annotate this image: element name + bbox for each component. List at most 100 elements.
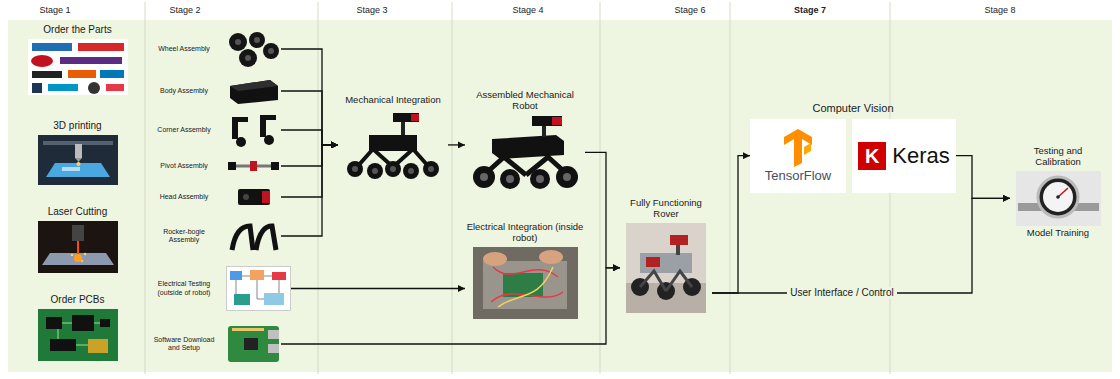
step-caption: 3D printing: [53, 120, 101, 132]
laser-illustration: [38, 221, 118, 273]
logo-row: TensorFlow KKeras: [750, 119, 956, 193]
step-caption: Software Download and Setup: [148, 336, 220, 352]
pcb-picture: [38, 309, 118, 361]
stage-label: Stage 4: [512, 5, 543, 15]
illustrated-step: Wheel Assembly: [148, 30, 281, 68]
step-caption: Laser Cutting: [48, 206, 107, 218]
robot-illustration: [470, 115, 580, 190]
flow-arrow: [281, 91, 338, 145]
step-caption: Head Assembly: [148, 193, 220, 201]
flow-arrow: [281, 130, 338, 145]
tensorflow-logo: TensorFlow: [750, 119, 846, 193]
illustrated-step: Laser Cutting: [15, 206, 140, 273]
illustrated-step: Electrical Integration (inside robot): [465, 222, 585, 319]
flow-arrow: [585, 152, 620, 268]
illustrated-step: Assembled Mechanical Robot: [465, 90, 585, 190]
wheel-picture: [229, 32, 279, 67]
step-caption: Electrical Integration (inside robot): [465, 222, 585, 244]
rpi-picture: [228, 326, 279, 362]
flow-arrow: [281, 145, 338, 236]
step-caption: Body Assembly: [148, 87, 220, 95]
body-illustration: [226, 76, 281, 106]
column-divider: [452, 2, 453, 374]
column-divider: [145, 2, 146, 374]
pcb-illustration: [38, 309, 118, 361]
flow-arrow: [281, 145, 338, 166]
logo-group: Computer VisionTensorFlow KKeras: [750, 102, 956, 193]
step-caption: Electrical Testing (outside of robot): [148, 280, 220, 296]
step-caption: Pivot Assembly: [148, 162, 220, 170]
illustrated-step: Testing and CalibrationModel Training: [1010, 146, 1106, 239]
stage-label: Stage 3: [356, 5, 387, 15]
column-divider: [730, 2, 731, 374]
flow-arrow: [281, 49, 338, 145]
step-caption: Wheel Assembly: [148, 45, 220, 53]
stage-label: Stage 1: [39, 5, 70, 15]
illustrated-step: Pivot Assembly: [148, 154, 281, 178]
tf-illustration: [778, 127, 818, 167]
step-caption: Mechanical Integration: [345, 95, 441, 106]
tf-picture: [784, 129, 812, 167]
stage-label: Stage 6: [674, 5, 705, 15]
illustrated-step: Software Download and Setup: [148, 322, 281, 366]
flow-arrow: [448, 144, 465, 145]
parts-picture: [28, 39, 128, 95]
illustrated-step: Mechanical Integration: [338, 95, 448, 181]
logo-mark: K: [858, 142, 886, 170]
head-illustration: [226, 184, 281, 210]
corner-illustration: [226, 112, 281, 148]
etest-illustration: [226, 266, 291, 311]
parts-illustration: [28, 39, 128, 95]
illustrated-step: Corner Assembly: [148, 112, 281, 148]
illustrated-step: Electrical Testing (outside of robot): [148, 266, 291, 311]
mechint-illustration: [343, 109, 443, 181]
illustrated-step: Body Assembly: [148, 76, 281, 106]
flow-arrow: [712, 156, 750, 293]
illustrated-step: Order the Parts: [15, 24, 140, 95]
printer-illustration: [38, 135, 118, 185]
eint-illustration: [473, 247, 578, 319]
column-divider: [318, 2, 319, 374]
panel-ground: [8, 20, 1112, 372]
stage-label: Stage 2: [169, 5, 200, 15]
step-caption: Assembled Mechanical Robot: [465, 90, 585, 112]
step-caption: Testing and Calibration: [1010, 146, 1106, 168]
flow-arrow: [291, 288, 465, 289]
rocker-picture: [232, 226, 276, 250]
pivot-illustration: [226, 154, 281, 178]
caliper-illustration: [1016, 171, 1101, 226]
stage-label: Stage 8: [984, 5, 1015, 15]
step-caption: Corner Assembly: [148, 126, 220, 134]
rover-picture: [626, 223, 706, 313]
logo-text: TensorFlow: [765, 169, 831, 184]
flow-arrow: [281, 145, 338, 197]
body-picture: [230, 80, 278, 104]
rover-illustration: [626, 223, 706, 313]
printer-picture: [38, 135, 118, 185]
head-picture: [238, 189, 270, 205]
logo-text: Keras: [892, 143, 949, 168]
caliper-picture: [1016, 171, 1101, 226]
illustrated-step: 3D printing: [15, 120, 140, 185]
edge-label: User Interface / Control: [787, 287, 896, 299]
column-divider: [600, 2, 601, 374]
step-caption: Fully Functioning Rover: [620, 198, 712, 220]
flow-arrow: [712, 198, 1010, 293]
corner-picture: [232, 115, 276, 147]
laser-picture: [38, 221, 118, 273]
stage-label: Stage 7: [794, 5, 826, 15]
step-caption: Order PCBs: [51, 294, 105, 306]
flow-arrow: [956, 156, 1010, 199]
illustrated-step: Order PCBs: [15, 294, 140, 361]
column-dividers: [145, 2, 890, 374]
eint-picture: [473, 247, 578, 319]
illustrated-step: Rocker-bogie Assembly: [148, 218, 281, 254]
illustrated-step: Head Assembly: [148, 184, 281, 210]
step-caption: Model Training: [1027, 228, 1089, 239]
section-heading: Computer Vision: [812, 102, 893, 115]
wheel-illustration: [226, 30, 281, 68]
rpi-illustration: [226, 322, 281, 366]
pivot-picture: [228, 161, 279, 171]
